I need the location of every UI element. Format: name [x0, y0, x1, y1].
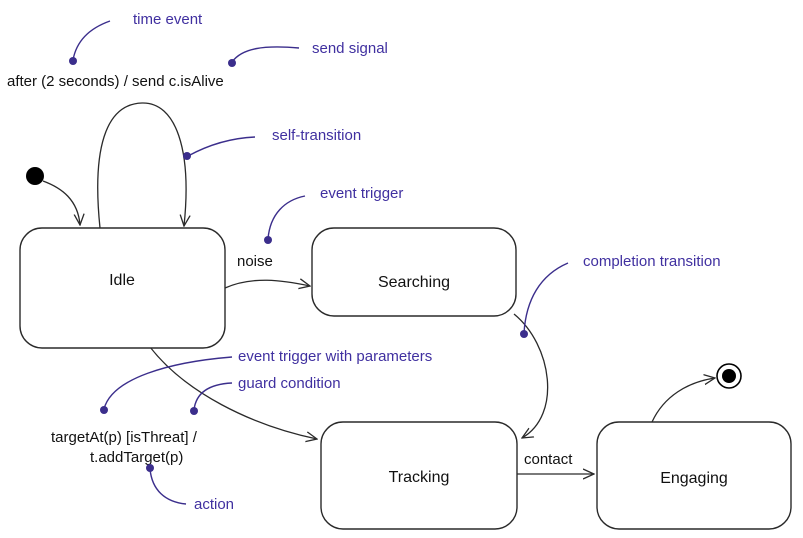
send-signal-leader — [231, 46, 300, 63]
idle-to-searching-arrow — [224, 280, 310, 288]
state-engaging: Engaging — [596, 421, 792, 530]
action-dot — [146, 464, 154, 472]
action-note: action — [194, 496, 234, 513]
event-trigger-note: event trigger — [320, 185, 403, 202]
event-trigger-dot — [264, 236, 272, 244]
event-trigger-leader — [267, 195, 306, 240]
state-searching-label: Searching — [378, 274, 450, 291]
state-tracking-label: Tracking — [389, 469, 450, 486]
self-transition-note: self-transition — [272, 127, 361, 144]
idle-to-tracking-label-line2: t.addTarget(p) — [90, 449, 183, 466]
noise-label: noise — [237, 253, 273, 270]
self-transition-leader — [187, 136, 256, 157]
send-signal-note: send signal — [312, 40, 388, 57]
completion-transition-leader — [523, 262, 569, 334]
idle-to-tracking-label-line1: targetAt(p) [isThreat] / — [51, 429, 198, 446]
event-trigger-with-parameters-dot — [100, 406, 108, 414]
state-engaging-label: Engaging — [660, 470, 728, 487]
initial-transition-arrow — [42, 180, 80, 225]
event-trigger-with-parameters-note: event trigger with parameters — [238, 348, 432, 365]
contact-label: contact — [524, 451, 573, 468]
action-leader — [149, 468, 187, 505]
state-idle: Idle — [19, 227, 226, 349]
state-idle-label: Idle — [109, 272, 135, 289]
final-state — [716, 363, 742, 389]
send-signal-dot — [228, 59, 236, 67]
self-transition-dot — [183, 152, 191, 160]
initial-state-dot — [26, 167, 44, 185]
state-searching: Searching — [311, 227, 517, 317]
state-tracking: Tracking — [320, 421, 518, 530]
self-transition-arrow — [97, 102, 186, 229]
time-event-note: time event — [133, 11, 203, 28]
idle-to-tracking-arrow — [149, 346, 317, 439]
guard-condition-leader — [193, 382, 233, 411]
guard-condition-note: guard condition — [238, 375, 341, 392]
engaging-to-final-arrow — [651, 378, 715, 423]
time-event-leader — [72, 20, 111, 61]
guard-condition-dot — [190, 407, 198, 415]
time-event-dot — [69, 57, 77, 65]
searching-to-tracking-arrow — [513, 313, 549, 438]
event-trigger-with-parameters-leader — [103, 356, 233, 410]
self-transition-label: after (2 seconds) / send c.isAlive — [7, 73, 224, 90]
completion-transition-note: completion transition — [583, 253, 721, 270]
completion-transition-dot — [520, 330, 528, 338]
